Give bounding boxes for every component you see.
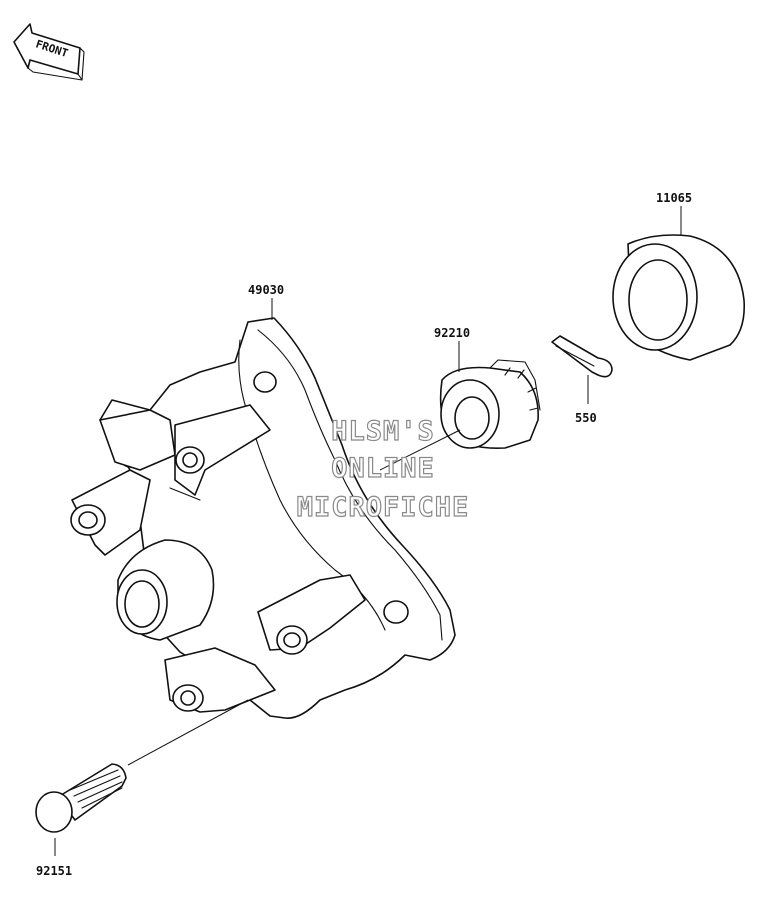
- part-label-92210: 92210: [434, 326, 470, 340]
- cap-11065-drawing: [612, 234, 746, 361]
- watermark: HLSM'S ONLINE MICROFICHE: [296, 415, 470, 523]
- part-label-49030: 49030: [248, 283, 284, 297]
- watermark-line-3: MICROFICHE: [297, 492, 470, 523]
- cotter-pin-550-drawing: [551, 335, 613, 378]
- part-label-550: 550: [575, 411, 597, 425]
- watermark-line-2: ONLINE: [331, 453, 435, 484]
- part-label-11065: 11065: [656, 191, 692, 205]
- front-arrow-icon: FRONT: [13, 23, 85, 81]
- part-label-92151: 92151: [36, 864, 72, 878]
- bolt-92151-drawing: [35, 763, 127, 833]
- hub-49030-drawing: [70, 317, 456, 719]
- watermark-line-1: HLSM'S: [331, 416, 435, 447]
- seal-92210-drawing: [439, 359, 541, 450]
